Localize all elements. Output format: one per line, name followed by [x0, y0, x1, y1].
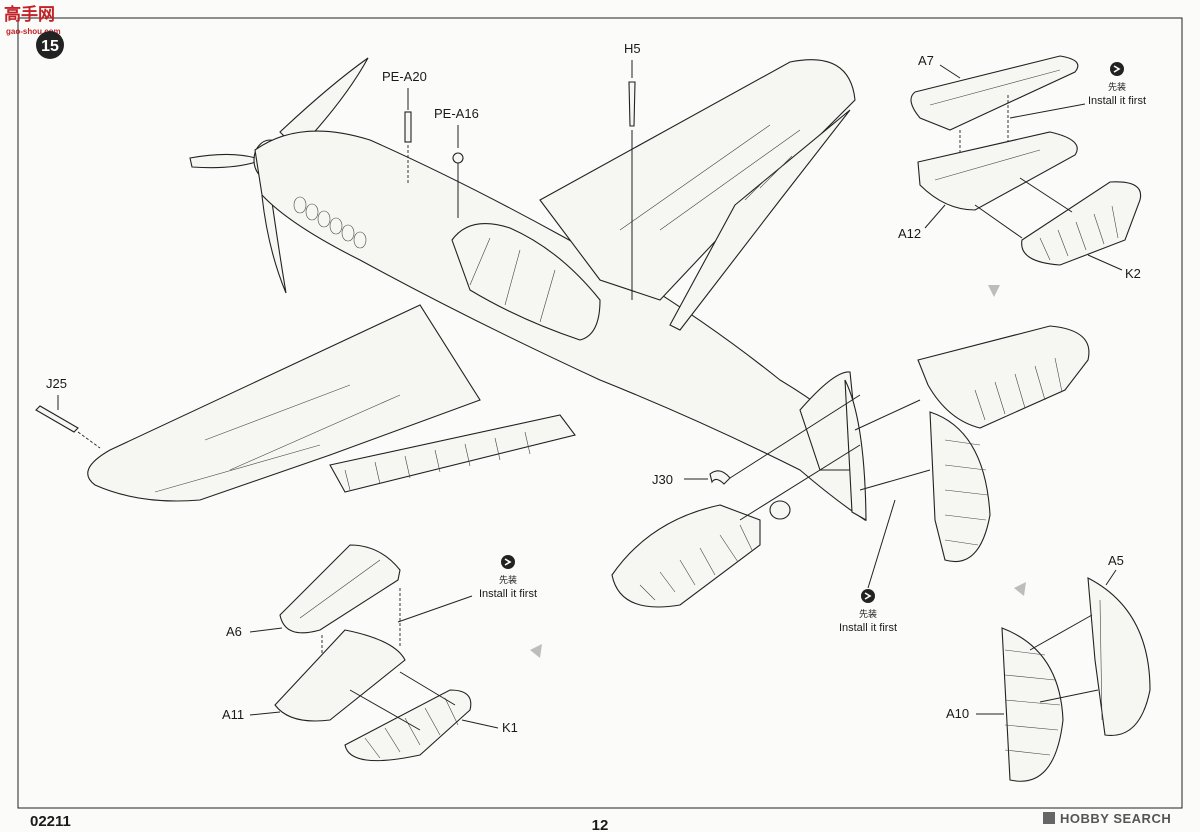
hobby-search-logo: HOBBY SEARCH: [1043, 811, 1171, 826]
page-number: 12: [592, 817, 609, 832]
aircraft-drawing: [87, 57, 867, 522]
note-bottom-center-cn: 先装: [859, 608, 877, 620]
label-a5: A5: [1108, 553, 1124, 568]
center-elevator: [611, 444, 861, 608]
brand-text: HOBBY SEARCH: [1060, 811, 1171, 826]
note-bottom-left-en: Install it first: [479, 588, 537, 600]
flow-arrow-icon: [988, 285, 1000, 297]
label-a7: A7: [918, 53, 934, 68]
note-top-right-cn: 先装: [1108, 81, 1126, 93]
watermark-cn-text: 高手网: [4, 4, 55, 25]
bottom-left-assembly: A6 A11 K1 先装 Install it first: [222, 544, 542, 762]
watermark-url: gao-shou.com: [6, 27, 61, 36]
label-j25: J25: [46, 376, 67, 391]
flow-arrow-icon: [1014, 582, 1026, 596]
label-j30: J30: [652, 472, 673, 487]
note-bottom-center-en: Install it first: [839, 622, 897, 634]
note-bottom-left-cn: 先装: [499, 574, 517, 586]
part-pe-a20: PE-A20: [382, 69, 427, 185]
label-a10: A10: [946, 706, 969, 721]
note-top-right-en: Install it first: [1088, 95, 1146, 107]
kit-number: 02211: [30, 813, 71, 830]
step-number: 15: [41, 38, 59, 55]
top-right-assembly: A7 A12 K2 先装 Install it first: [898, 53, 1146, 297]
label-a12: A12: [898, 226, 921, 241]
label-a6: A6: [226, 624, 242, 639]
label-pe-a16: PE-A16: [434, 106, 479, 121]
label-h5: H5: [624, 41, 641, 56]
footer: 02211 12 HOBBY SEARCH: [30, 811, 1171, 832]
label-a11: A11: [222, 707, 244, 722]
part-j30: J30: [652, 394, 861, 487]
flow-arrow-icon: [530, 644, 542, 658]
label-k1: K1: [502, 720, 518, 735]
label-pe-a20: PE-A20: [382, 69, 427, 84]
watermark-logo: 高手网 gao-shou.com: [4, 4, 61, 36]
right-middle-assembly: 先装 Install it first: [839, 325, 1090, 634]
page-border: [17, 17, 1183, 809]
step-badge: 15: [36, 31, 64, 59]
part-h5: H5: [624, 41, 641, 300]
part-j25: J25: [35, 376, 101, 449]
label-k2: K2: [1125, 266, 1141, 281]
part-pe-a16: PE-A16: [434, 106, 479, 218]
bottom-right-assembly: A5 A10: [946, 553, 1151, 782]
